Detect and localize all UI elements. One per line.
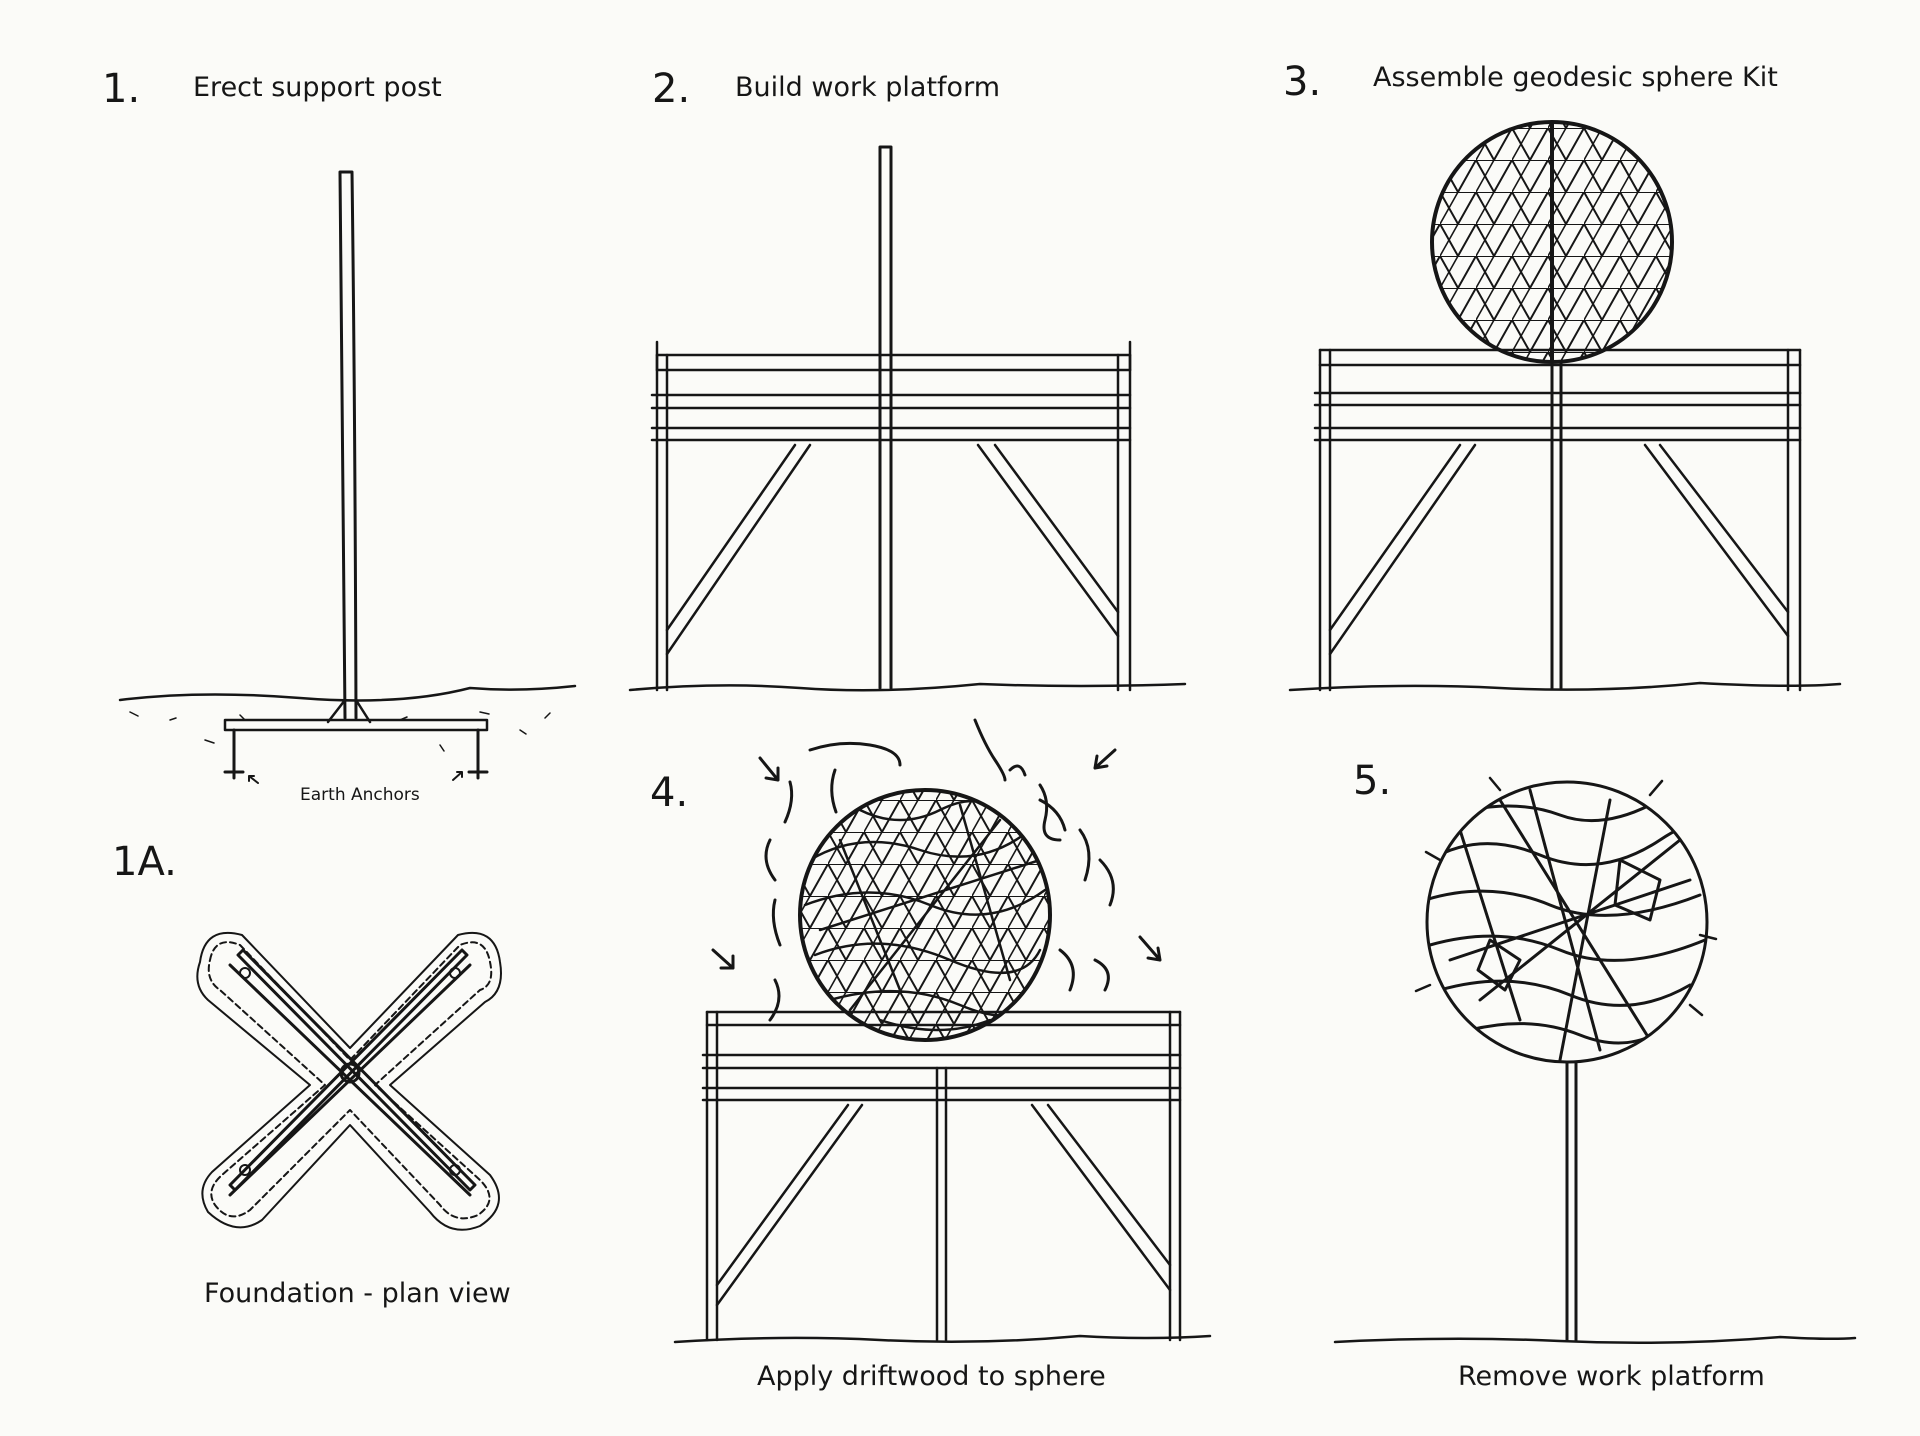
geodesic-sphere [1430,120,1674,364]
step-caption: Foundation - plan view [204,1278,511,1309]
work-platform [1313,348,1802,692]
arrows [711,748,1162,970]
ground-texture [129,711,551,752]
work-platform [650,340,1132,692]
step-number: 4. [650,770,688,816]
step-number: 2. [652,66,690,112]
panel-step-1a: 1A. Foundation - plan view [112,839,511,1309]
step-caption: Assemble geodesic sphere Kit [1373,62,1778,93]
step-caption: Apply driftwood to sphere [757,1361,1106,1392]
step-number: 3. [1283,59,1321,105]
step-caption: Remove work platform [1458,1361,1765,1392]
earth-anchors-label: Earth Anchors [300,785,420,805]
panel-step-3: 3. Assemble geodesic sphere Kit [1283,59,1842,692]
step-number: 5. [1353,758,1391,804]
driftwood-ball [1414,776,1718,1064]
step-caption: Build work platform [735,72,1000,103]
panel-step-4: 4. [650,718,1212,1392]
panel-step-2: 2. Build work platform [628,66,1187,692]
panel-step-1: 1. Erect support post Earth Anchors [102,66,577,805]
panel-step-5: 5. Remove work platform [1333,758,1857,1392]
step-number: 1A. [112,839,177,885]
flying-driftwood-pieces [764,718,1115,1022]
step-number: 1. [102,66,140,112]
work-platform [701,1010,1182,1342]
step-caption: Erect support post [193,72,442,103]
sphere-with-driftwood [798,788,1052,1042]
foundation-x-plan [196,931,502,1231]
